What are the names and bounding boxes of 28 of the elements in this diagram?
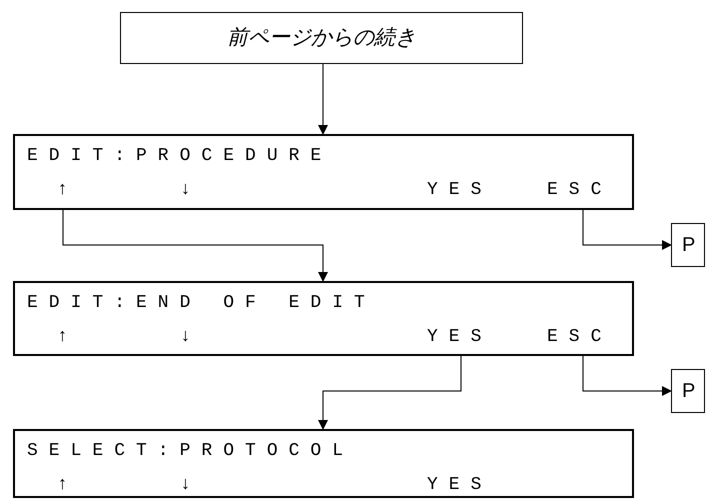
screen-text: EDIT:PROCEDURE: [27, 145, 332, 167]
arrow: [318, 356, 462, 430]
key-label: ↓: [180, 179, 202, 201]
key-label: ↑: [57, 326, 79, 348]
arrow: [582, 356, 672, 396]
lcd-screen: [13, 429, 634, 498]
page-ref-box: [671, 223, 705, 267]
screen-text: EDIT:END OF EDIT: [27, 292, 376, 314]
key-label: ↑: [57, 474, 79, 496]
key-label: ESC: [547, 326, 612, 348]
key-label: ↓: [180, 326, 202, 348]
key-label: YES: [427, 179, 492, 201]
arrow: [318, 64, 328, 135]
key-label: ESC: [547, 179, 612, 201]
box-label: 前ページからの続き: [227, 25, 416, 52]
box-label: P: [682, 235, 696, 255]
arrow: [582, 210, 672, 250]
lcd-screen: [13, 134, 634, 210]
key-label: YES: [427, 326, 492, 348]
key-label: ↑: [57, 179, 79, 201]
page-ref-box: [671, 369, 705, 413]
lcd-screen: [13, 281, 634, 356]
key-label: ↓: [180, 474, 202, 496]
screen-text: SELECT:PROTOCOL: [27, 440, 354, 462]
arrow: [62, 210, 328, 282]
key-label: YES: [427, 474, 492, 496]
box-label: P: [682, 381, 696, 401]
start-box: [120, 12, 523, 64]
